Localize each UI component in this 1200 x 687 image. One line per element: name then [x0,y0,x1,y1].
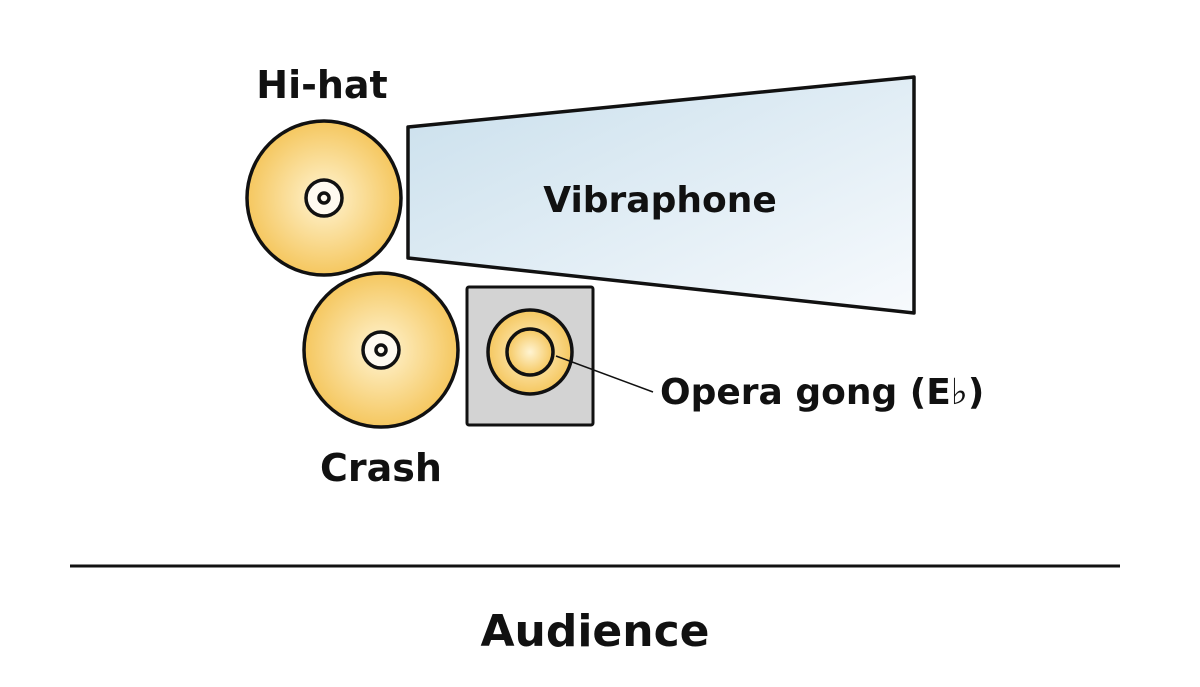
opera-gong-label: Opera gong (E♭) [660,372,984,413]
hihat-center [317,191,331,205]
hihat: Hi-hat [245,63,403,277]
opera-gong-boss [505,327,555,377]
crash-label: Crash [320,446,442,490]
vibraphone-body [406,75,916,315]
audience-label: Audience [480,606,709,657]
opera-gong: Opera gong (E♭) [465,285,984,427]
vibraphone: Vibraphone [406,75,916,315]
opera-gong-leader-line [555,355,654,393]
crash-center [374,343,388,357]
hihat-label: Hi-hat [256,63,387,107]
crash: Crash [302,271,460,490]
vibraphone-label: Vibraphone [543,180,777,221]
audience: Audience [70,564,1120,657]
